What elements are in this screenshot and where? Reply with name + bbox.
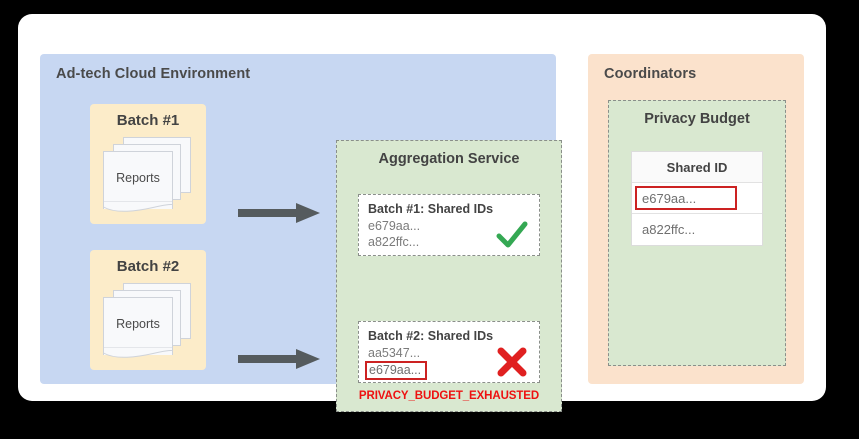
- privacy-budget-exhausted-error: PRIVACY_BUDGET_EXHAUSTED: [358, 390, 540, 402]
- shared-id-table-header: Shared ID: [632, 152, 762, 183]
- coordinators-panel-title: Coordinators: [604, 66, 697, 82]
- document-stack-icon: Reports: [103, 137, 195, 213]
- reports-label: Reports: [116, 317, 160, 331]
- document-front: [103, 151, 173, 209]
- batch-2-id-0: aa5347...: [368, 346, 421, 360]
- row-highlight-box: [635, 186, 737, 210]
- coordinators-panel: Coordinators Privacy Budget Shared ID e6…: [588, 54, 804, 384]
- reports-label: Reports: [116, 171, 160, 185]
- arrow-right-icon: [238, 203, 320, 223]
- table-row: a822ffc...: [632, 214, 762, 245]
- batch-1-box: Batch #1 Reports: [90, 104, 206, 224]
- batch-2-card-title: Batch #2: Shared IDs: [368, 329, 494, 343]
- document-wave-edge: [103, 347, 173, 358]
- privacy-budget-title: Privacy Budget: [644, 111, 750, 127]
- adtech-panel-title: Ad-tech Cloud Environment: [56, 66, 251, 82]
- arrow-right-icon: [238, 349, 320, 369]
- batch-2-label: Batch #2: [116, 258, 180, 275]
- adtech-cloud-environment-panel: Ad-tech Cloud Environment Batch #1 Repor…: [40, 54, 562, 412]
- document-wave-edge: [103, 201, 173, 212]
- diagram-card: Ad-tech Cloud Environment Batch #1 Repor…: [18, 14, 826, 412]
- batch-1-card-title: Batch #1: Shared IDs: [368, 202, 494, 216]
- batch-1-label: Batch #1: [116, 112, 180, 129]
- document-stack-icon: Reports: [103, 283, 195, 359]
- batch-1-id-0: e679aa...: [368, 219, 421, 233]
- privacy-budget-box: Privacy Budget Shared ID e679aa... a822f…: [608, 100, 786, 366]
- aggregation-batch-1-card: Batch #1: Shared IDs e679aa... a822ffc..…: [358, 194, 540, 256]
- check-icon: [496, 221, 528, 248]
- cross-icon: [497, 347, 527, 377]
- batch-1-id-1: a822ffc...: [368, 235, 420, 249]
- batch-2-box: Batch #2 Reports: [90, 250, 206, 370]
- shared-id-value: a822ffc...: [642, 222, 696, 237]
- document-front: [103, 297, 173, 355]
- aggregation-service-box: Aggregation Service Batch #1: Shared IDs…: [336, 140, 562, 412]
- shared-id-table: Shared ID e679aa... a822ffc...: [631, 151, 763, 246]
- shared-id-value: e679aa...: [642, 191, 697, 206]
- batch-2-id-1-highlighted: e679aa...: [365, 361, 428, 380]
- aggregation-service-title: Aggregation Service: [378, 151, 520, 167]
- table-row: e679aa...: [632, 183, 762, 214]
- aggregation-batch-2-card: Batch #2: Shared IDs aa5347... e679aa...: [358, 321, 540, 383]
